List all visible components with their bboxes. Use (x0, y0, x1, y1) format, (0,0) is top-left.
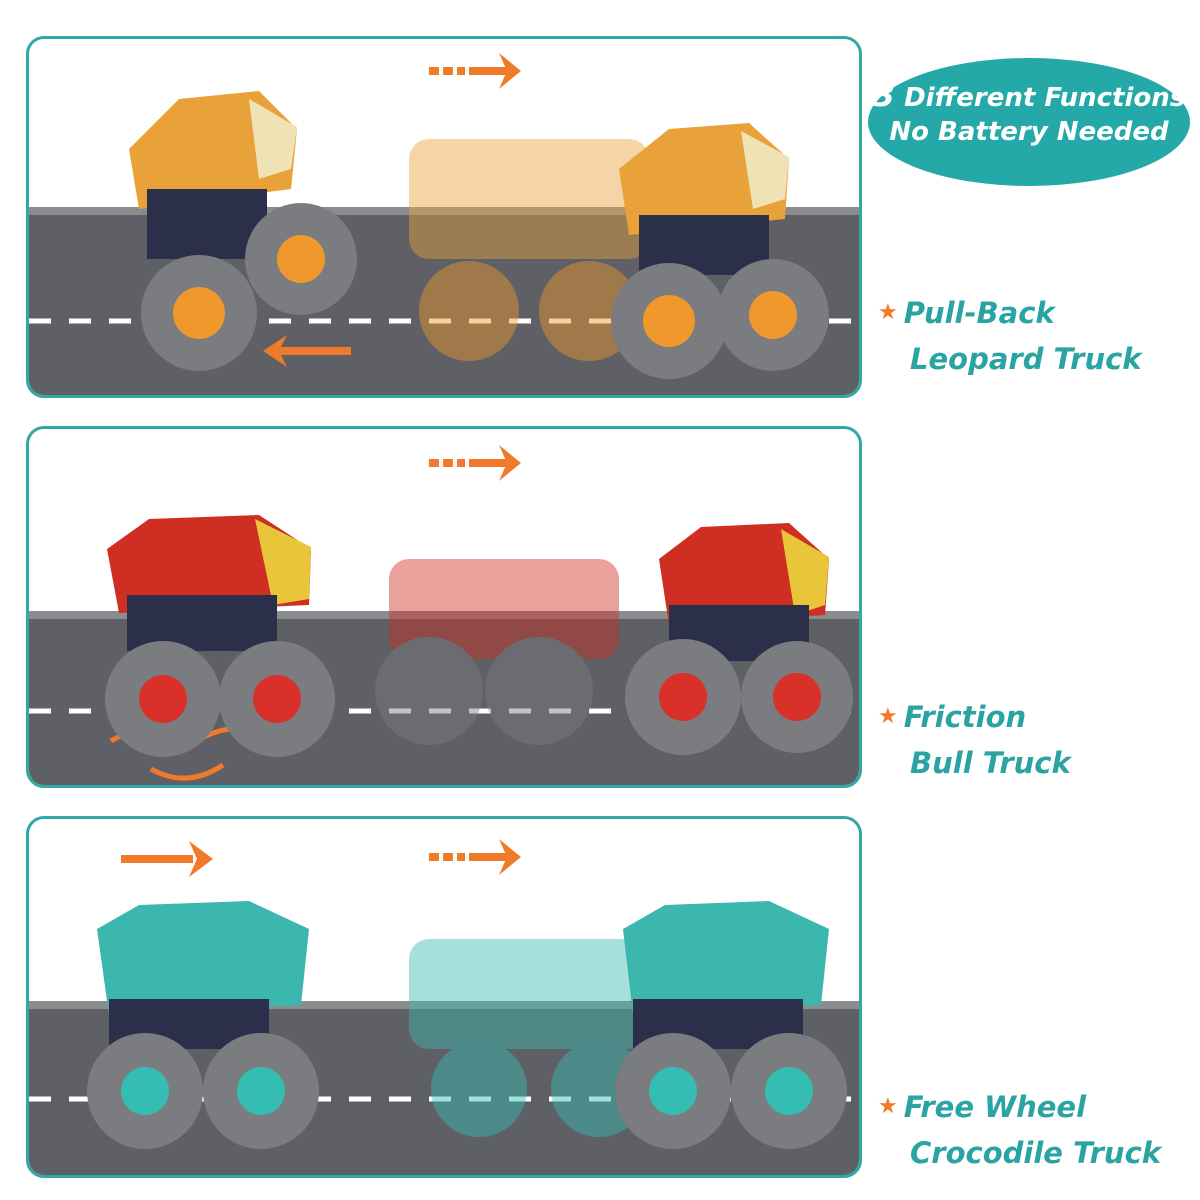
bull-truck-right (625, 523, 853, 755)
panel-bull-truck (26, 426, 862, 788)
star-icon: ★ (878, 300, 898, 325)
feature-line2: Bull Truck (910, 746, 1071, 780)
leopard-scene (29, 53, 859, 395)
star-icon: ★ (878, 1094, 898, 1119)
badge-line2: No Battery Needed (889, 117, 1169, 147)
feature-line1: Pull-Back (903, 296, 1055, 330)
badge-number: 3 (872, 76, 896, 114)
feature-label-leopard: ★Pull-Back Leopard Truck (878, 292, 1142, 380)
feature-label-bull: ★Friction Bull Truck (878, 696, 1071, 784)
panel-leopard-truck (26, 36, 862, 398)
feature-line1: Free Wheel (903, 1090, 1087, 1124)
feature-line2: Leopard Truck (910, 342, 1142, 376)
arrow-right-icon (121, 841, 213, 877)
arrow-right-icon (429, 839, 521, 875)
arrow-left-icon (263, 335, 351, 367)
bull-scene (29, 445, 859, 785)
arrow-right-icon (429, 53, 521, 89)
crocodile-truck-right (615, 901, 847, 1149)
crocodile-truck-motion-blur (409, 939, 649, 1137)
bull-truck-motion-blur (375, 559, 619, 745)
crocodile-scene (29, 839, 859, 1175)
leopard-truck-left (129, 91, 357, 371)
star-icon: ★ (878, 704, 898, 729)
arrow-right-icon (429, 445, 521, 481)
crocodile-truck-left (87, 901, 319, 1149)
bull-truck-left (105, 515, 335, 757)
leopard-truck-right (611, 123, 829, 379)
badge-line1: Different Functions (904, 83, 1186, 113)
features-badge: 3 Different Functions No Battery Needed (868, 58, 1190, 186)
feature-label-crocodile: ★Free Wheel Crocodile Truck (878, 1086, 1161, 1174)
feature-line2: Crocodile Truck (910, 1136, 1162, 1170)
panel-crocodile-truck (26, 816, 862, 1178)
feature-line1: Friction (903, 700, 1027, 734)
